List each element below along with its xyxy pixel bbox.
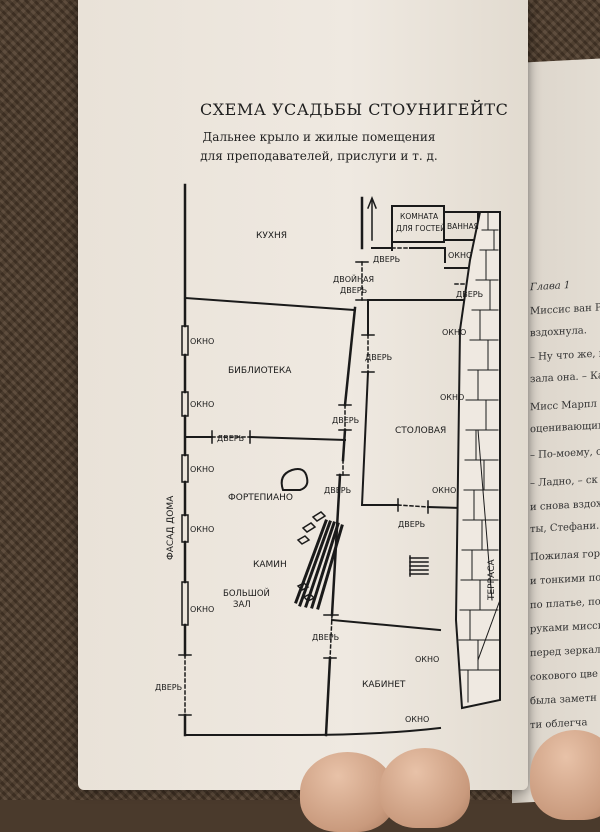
room-label-fireplace: КАМИН	[253, 560, 287, 570]
room-label-study: КАБИНЕТ	[362, 680, 406, 690]
window-mark	[181, 454, 189, 483]
door-label: ДВЕРЬ	[365, 353, 392, 362]
room-label-guest-room: КОМНАТА	[400, 212, 439, 221]
window-label: ОКНО	[190, 465, 214, 474]
window-label: ОКНО	[190, 525, 214, 534]
window-label: ОКНО	[432, 486, 456, 495]
window-label: ОКНО	[415, 655, 439, 664]
room-label-kitchen: КУХНЯ	[256, 231, 287, 241]
page-title: СХЕМА УСАДЬБЫ СТОУНИГЕЙТС	[200, 100, 509, 119]
floor-plan: КУХНЯ КОМНАТА ДЛЯ ГОСТЕЙ ВАННАЯ ДВЕРЬ ОК…	[155, 183, 501, 737]
door-label: ДВЕРЬ	[324, 486, 351, 495]
window-label: ОКНО	[190, 400, 214, 409]
window-label: ОКНО	[405, 715, 429, 724]
window-label: ОКНО	[440, 393, 464, 402]
double-door-label: ДВЕРЬ	[340, 286, 367, 295]
room-label-library: БИБЛИОТЕКА	[228, 366, 292, 376]
window-label: ОКНО	[442, 328, 466, 337]
window-mark	[181, 514, 189, 543]
subtitle-line: для преподавателей, прислуги и т. д.	[200, 149, 438, 163]
door-label: ДВЕРЬ	[398, 520, 425, 529]
door-label: ДВЕРЬ	[217, 434, 244, 443]
door-label: ДВЕРЬ	[332, 416, 359, 425]
window-label: ОКНО	[190, 605, 214, 614]
door-label: ДВЕРЬ	[155, 683, 182, 692]
door-label: ДВЕРЬ	[312, 633, 339, 642]
room-label-bathroom: ВАННАЯ	[447, 222, 479, 231]
facade-label: ФАСАД ДОМА	[166, 495, 176, 560]
double-door-label: ДВОЙНАЯ	[333, 273, 374, 284]
subtitle-line: Дальнее крыло и жилые помещения	[202, 130, 436, 144]
window-label: ОКНО	[448, 251, 472, 260]
room-label-piano: ФОРТЕПИАНО	[228, 493, 293, 503]
room-label-great-hall: ЗАЛ	[233, 600, 251, 610]
terrace-label: ТЕРРАСА	[487, 559, 497, 601]
door-label: ДВЕРЬ	[456, 290, 483, 299]
room-label-dining: СТОЛОВАЯ	[395, 426, 446, 436]
window-label: ОКНО	[190, 337, 214, 346]
door-label: ДВЕРЬ	[373, 255, 400, 264]
room-label-guest-room: ДЛЯ ГОСТЕЙ	[396, 224, 446, 233]
room-label-great-hall: БОЛЬШОЙ	[223, 587, 270, 599]
page-subtitle: Дальнее крыло и жилые помещения для преп…	[184, 128, 454, 166]
thumb	[380, 748, 470, 828]
window-mark	[181, 581, 189, 626]
window-mark	[181, 325, 189, 356]
book-page	[78, 0, 528, 790]
window-mark	[181, 391, 189, 417]
